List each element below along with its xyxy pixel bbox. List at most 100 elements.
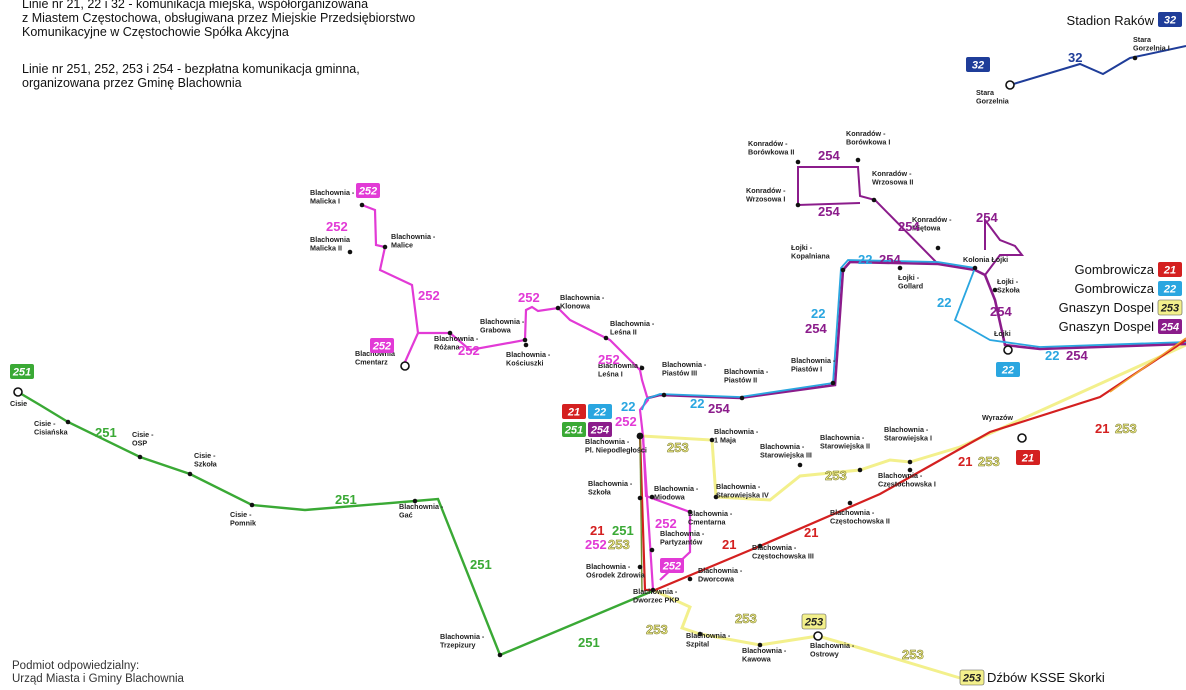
stop-pl_niep	[636, 432, 644, 440]
stop-konr_wrzosowa_i	[795, 202, 801, 208]
stop-label-konr_borowkowa_i: Konradów -Borówkowa I	[846, 129, 890, 147]
route-number-21: 21	[1095, 421, 1109, 436]
destination-gnaszyn_253: Gnaszyn Dospel	[1059, 300, 1154, 315]
route-badge-251: 251	[10, 364, 34, 379]
route-number-254: 254	[879, 252, 901, 267]
route-badge-22: 22	[996, 362, 1020, 377]
stop-konr_borowkowa_ii	[795, 159, 801, 165]
route-badge-253: 253	[1157, 299, 1183, 316]
stop-label-miodowa: Blachownia -Miodowa	[654, 484, 699, 502]
stop-piastow_iii	[661, 392, 667, 398]
stop-label-lesna_ii: Blachownia -Leśna II	[610, 319, 655, 337]
intro-line-4: Linie nr 251, 252, 253 i 254 - bezpłatna…	[22, 62, 360, 76]
route-number-253: 253	[978, 454, 1000, 469]
stop-terminus-ostrowy	[813, 631, 823, 641]
stop-szpital	[697, 631, 703, 637]
route-number-252: 252	[418, 288, 440, 303]
svg-text:253: 253	[804, 617, 823, 629]
stop-starow_iv	[713, 494, 719, 500]
stop-label-maja: Blachownia -1 Maja	[714, 427, 759, 445]
svg-text:252: 252	[372, 341, 391, 353]
stop-label-lojki_szkola: Łojki -Szkoła	[997, 277, 1021, 295]
route-number-253: 253	[902, 647, 924, 662]
route-badge-32: 32	[966, 57, 990, 72]
stop-label-dworzec_pkp: Blachownia -Dworzec PKP	[633, 587, 680, 605]
stop-lesna_i	[639, 365, 645, 371]
route-badge-32: 32	[1158, 12, 1182, 27]
intro-line-1: Linie nr 21, 22 i 32 - komunikacja miejs…	[22, 0, 369, 11]
destination-stadion_rakow: Stadion Raków	[1067, 13, 1155, 28]
stop-terminus-stara_gorzelnia	[1005, 80, 1015, 90]
route-number-22: 22	[621, 399, 635, 414]
route-badge-254: 254	[1158, 319, 1182, 334]
stop-label-cmentarna: Blachownia -Cmentarna	[688, 509, 733, 527]
intro-line-2: z Miastem Częstochowa, obsługiwana przez…	[22, 11, 416, 25]
svg-text:32: 32	[1164, 15, 1176, 27]
stop-label-dworcowa: Blachownia -Dworcowa	[698, 566, 743, 584]
route-number-21: 21	[590, 523, 604, 538]
intro-line-3: Komunikacyjne w Częstochowie Spółka Akcy…	[22, 25, 289, 39]
stop-szkola	[637, 495, 643, 501]
route-number-21: 21	[804, 525, 818, 540]
route-badge-21: 21	[1016, 450, 1040, 465]
route-number-22: 22	[1045, 348, 1059, 363]
stop-label-kolonia_lojki: Kolonia Łojki	[963, 255, 1008, 264]
stop-lojki_szkola	[992, 287, 998, 293]
stop-label-cisie_szkola: Cisie -Szkoła	[194, 451, 218, 469]
svg-text:251: 251	[12, 367, 31, 379]
route-number-254: 254	[818, 148, 840, 163]
operator-note-city: Linie nr 21, 22 i 32 - komunikacja miejs…	[22, 0, 542, 39]
svg-text:21: 21	[1163, 265, 1176, 277]
stop-label-lesna_i: Blachownia -Leśna I	[598, 361, 643, 379]
stop-label-partyzantow: Blachownia -Partyzantów	[660, 529, 705, 547]
stop-kawowa	[757, 642, 763, 648]
route-badge-254: 254	[588, 422, 612, 437]
route-badge-251: 251	[562, 422, 586, 437]
route-numbers-layer: 3225125125125125225225225225225225225222…	[95, 50, 1137, 662]
route-badges-layer: 32 32 251 252 252 21 22 251 254 252 21 22 253 21 22 253…	[10, 12, 1183, 686]
route-number-252: 252	[598, 352, 620, 367]
stop-grabowa	[522, 337, 528, 343]
stop-cisie_pomnik	[249, 502, 255, 508]
stop-label-konr_wrzosowa_ii: Konradów -Wrzosowa II	[872, 169, 913, 187]
svg-text:22: 22	[1001, 365, 1014, 377]
stop-label-konr_mietowa: Konradów -Miętowa	[912, 215, 952, 233]
stop-gac	[412, 498, 418, 504]
stop-cmentarna	[687, 509, 693, 515]
svg-text:253: 253	[962, 673, 981, 685]
svg-text:252: 252	[358, 186, 377, 198]
route-number-253: 253	[735, 611, 757, 626]
stop-terminus-cmentarz_end	[400, 361, 410, 371]
stop-label-lojki_kopalniana: Łojki -Kopalniana	[791, 243, 831, 261]
stop-kolonia_lojki	[972, 265, 978, 271]
route-number-21: 21	[958, 454, 972, 469]
stop-label-szkola: Blachownia -Szkoła	[588, 479, 633, 497]
stop-terminus-lojki	[1003, 345, 1013, 355]
route-number-253: 253	[646, 622, 668, 637]
stop-dworzec_pkp	[650, 587, 656, 593]
stop-label-lojki_gollard: Łojki -Gollard	[898, 273, 923, 291]
stop-label-czest_ii: Blachownia -Częstochowska II	[830, 508, 890, 526]
svg-text:32: 32	[972, 60, 984, 72]
route-badge-253: 253	[959, 669, 985, 686]
stop-label-starow_i: Blachownia -Starowiejska I	[884, 425, 932, 443]
stop-trzepizury	[497, 652, 503, 658]
stop-label-grabowa: Blachownia -Grabowa	[480, 317, 525, 335]
route-badge-252: 252	[370, 338, 394, 353]
stop-rozana	[447, 330, 453, 336]
intro-line-5: organizowana przez Gminę Blachownia	[22, 76, 242, 90]
stop-label-malicka_i: Blachownia -Malicka I	[310, 188, 355, 206]
route-number-252: 252	[458, 343, 480, 358]
stop-maja	[709, 437, 715, 443]
route-number-252: 252	[655, 516, 677, 531]
route-badge-252: 252	[660, 558, 684, 573]
stop-label-konr_wrzosowa_i: Konradów -Wrzosowa I	[746, 186, 786, 204]
stop-label-ostrowy: Blachownia -Ostrowy	[810, 641, 855, 659]
stop-czest_i	[907, 467, 913, 473]
stop-piastow_i	[830, 380, 836, 386]
route-number-251: 251	[95, 425, 117, 440]
svg-text:251: 251	[564, 425, 583, 437]
